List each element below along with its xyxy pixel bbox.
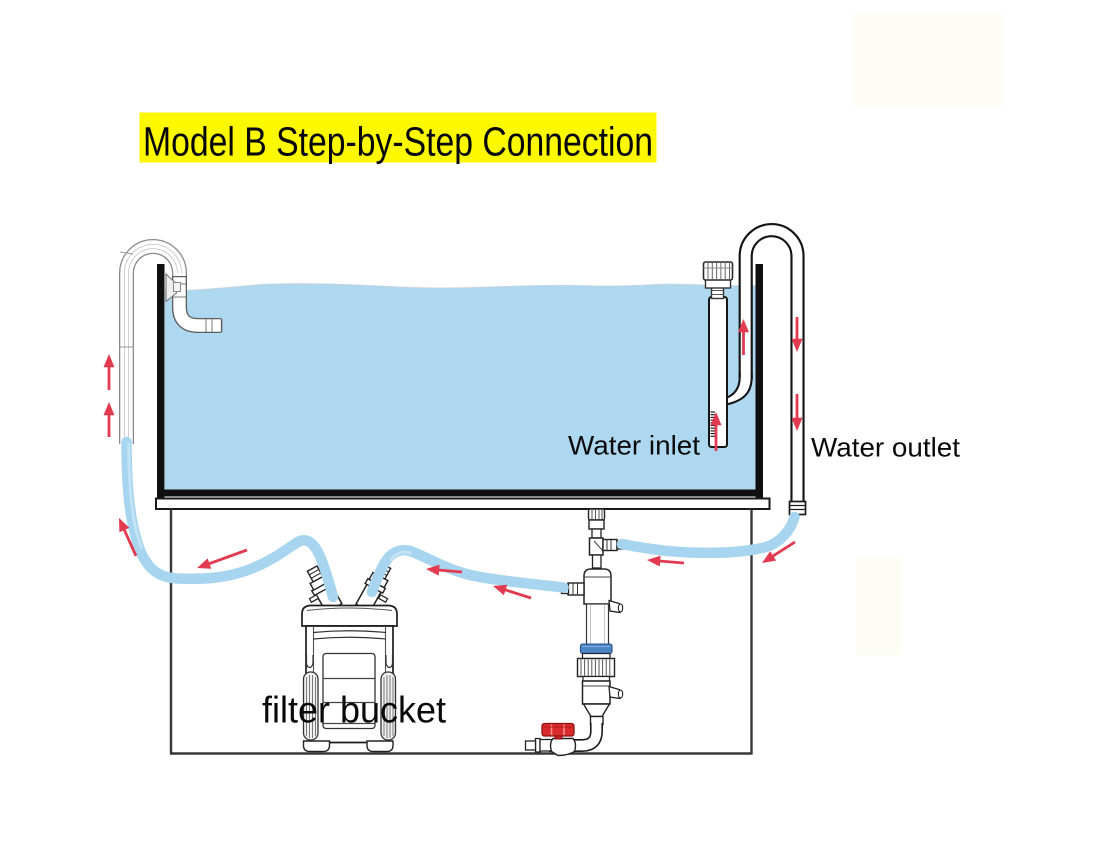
svg-text:Water outlet: Water outlet	[811, 433, 961, 463]
svg-text:Model B Step-by-Step Connectio: Model B Step-by-Step Connection	[143, 119, 653, 165]
svg-text:Water inlet: Water inlet	[568, 431, 701, 461]
svg-text:filter bucket: filter bucket	[262, 689, 447, 730]
